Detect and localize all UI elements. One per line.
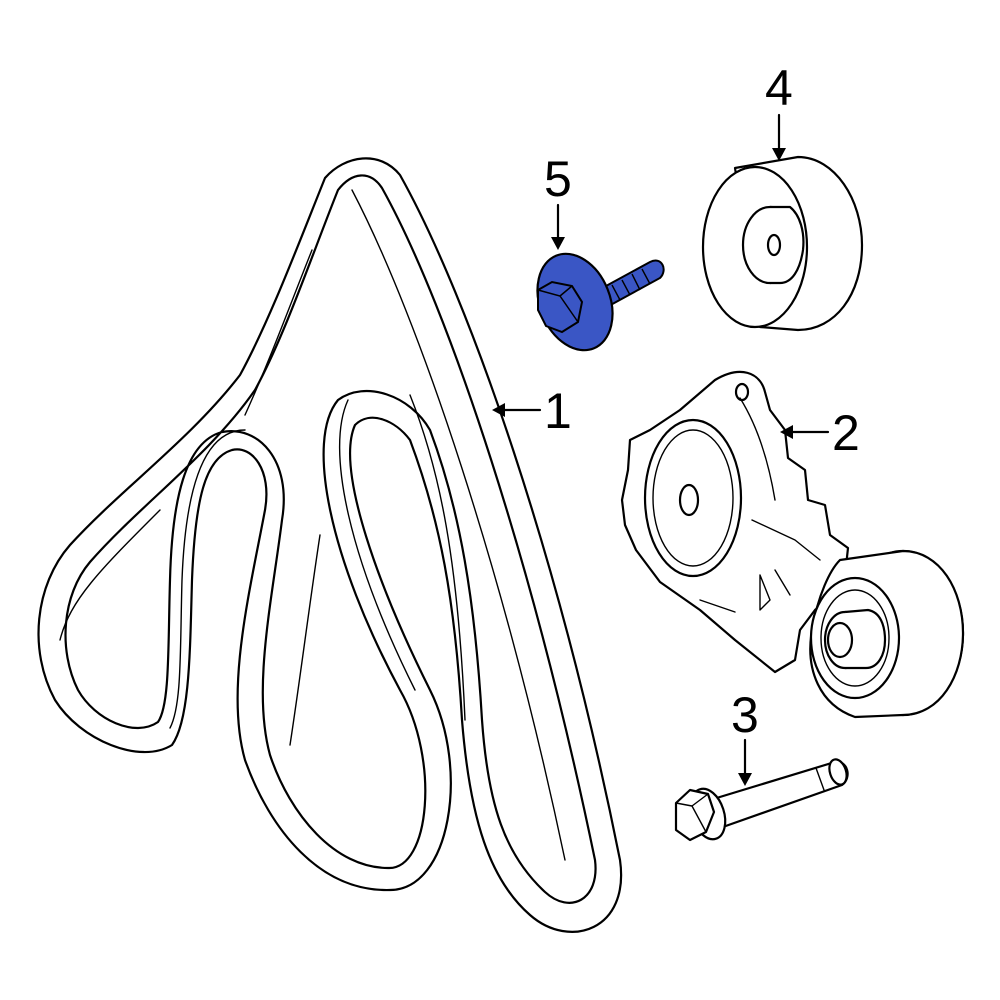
callout-label-3: 3 xyxy=(731,687,759,743)
callout-4: 4 xyxy=(765,60,793,161)
callout-label-2: 2 xyxy=(832,405,860,461)
part-1-serpentine-belt[interactable] xyxy=(37,157,623,933)
callout-1: 1 xyxy=(492,383,572,439)
callout-label-4: 4 xyxy=(765,60,793,116)
callout-5: 5 xyxy=(544,151,572,250)
callout-label-1: 1 xyxy=(544,383,572,439)
part-2-tensioner-assembly[interactable] xyxy=(620,370,965,719)
part-4-idler-pulley[interactable] xyxy=(701,155,864,332)
callout-3: 3 xyxy=(731,687,759,786)
callout-2: 2 xyxy=(780,405,860,461)
part-5-flange-bolt-highlighted[interactable] xyxy=(524,243,665,362)
callout-label-5: 5 xyxy=(544,151,572,207)
part-3-bolt[interactable] xyxy=(674,757,850,844)
